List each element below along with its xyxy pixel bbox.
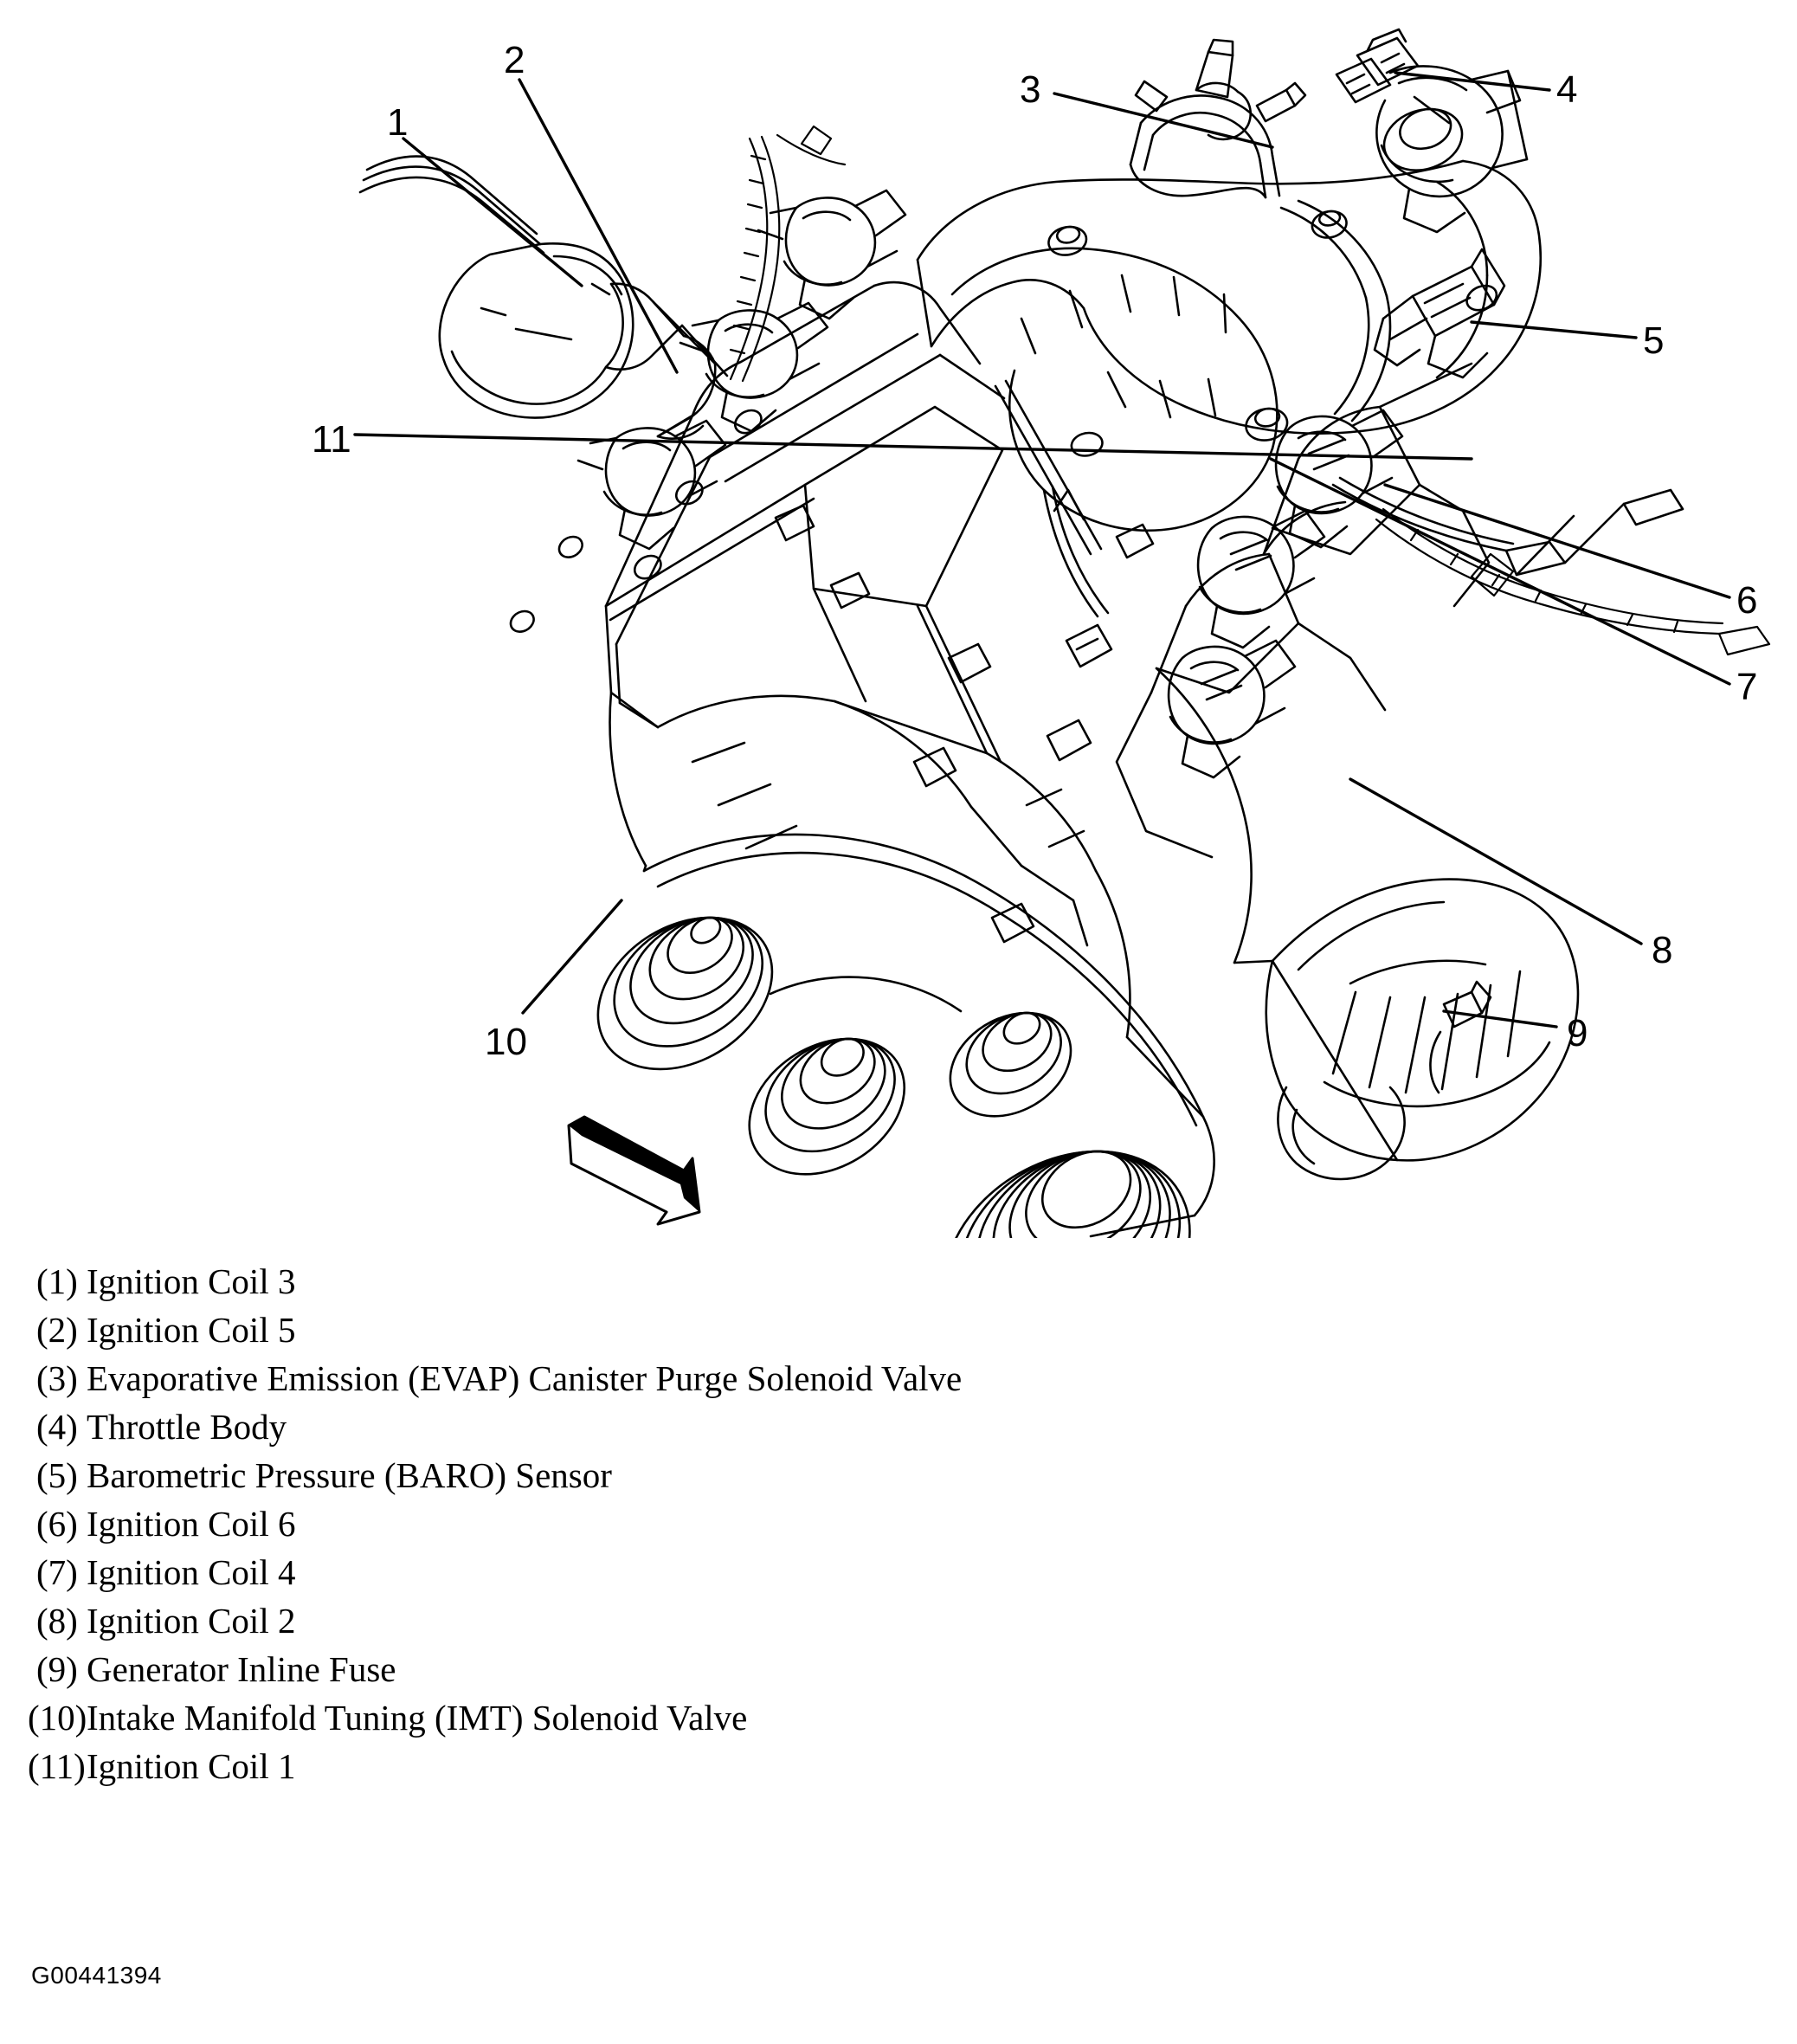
legend-item-1: (1) Ignition Coil 3 [0, 1257, 1298, 1306]
legend-number: (11) [28, 1746, 86, 1786]
ignition-coil-4 [1196, 509, 1326, 649]
callout-2: 2 [504, 39, 525, 81]
right-wiring-harness [1375, 507, 1771, 656]
legend-number: (9) [36, 1649, 78, 1689]
legend-label: Generator Inline Fuse [87, 1649, 396, 1689]
callout-5: 5 [1643, 319, 1665, 362]
legend-number: (4) [36, 1407, 78, 1447]
right-bracket [1331, 476, 1684, 577]
legend-item-9: (9) Generator Inline Fuse [0, 1645, 1298, 1693]
legend-number: (2) [36, 1310, 78, 1350]
air-intake-duct [358, 155, 729, 440]
legend-item-6: (6) Ignition Coil 6 [0, 1499, 1298, 1548]
engine-line-art [353, 28, 1771, 1238]
generator [1265, 878, 1580, 1181]
legend-item-3: (3) Evaporative Emission (EVAP) Canister… [0, 1354, 1298, 1402]
legend-item-8: (8) Ignition Coil 2 [0, 1596, 1298, 1645]
legend-item-4: (4) Throttle Body [0, 1402, 1298, 1451]
right-valve-cover [1150, 362, 1491, 712]
callout-11: 11 [312, 418, 351, 461]
leader-lines [353, 71, 1731, 1028]
callout-4: 4 [1556, 68, 1578, 111]
legend-item-2: (2) Ignition Coil 5 [0, 1306, 1298, 1354]
legend-number: (6) [36, 1504, 78, 1544]
left-cover-bolts [509, 409, 763, 633]
ignition-coil-2 [1167, 639, 1297, 779]
legend-item-5: (5) Barometric Pressure (BARO) Sensor [0, 1451, 1298, 1499]
callout-8: 8 [1652, 929, 1673, 971]
legend-item-7: (7) Ignition Coil 4 [0, 1548, 1298, 1596]
legend-number: (1) [36, 1261, 78, 1301]
legend-number: (3) [36, 1358, 78, 1398]
legend-label: Barometric Pressure (BARO) Sensor [87, 1455, 612, 1495]
legend-label: Ignition Coil 1 [87, 1746, 296, 1786]
dipstick-tube [1042, 485, 1110, 618]
ignition-coil-3 [679, 301, 829, 433]
legend-label: Ignition Coil 4 [87, 1552, 296, 1592]
legend-label: Evaporative Emission (EVAP) Canister Pur… [87, 1358, 963, 1398]
callout-6: 6 [1736, 579, 1758, 622]
legend-number: (7) [36, 1552, 78, 1592]
accessory-drive [596, 833, 1205, 1238]
legend-label: Throttle Body [87, 1407, 287, 1447]
component-legend: (1) Ignition Coil 3 (2) Ignition Coil 5 … [0, 1257, 1298, 1790]
legend-item-10: (10) Intake Manifold Tuning (IMT) Soleno… [0, 1693, 1298, 1742]
legend-label: Ignition Coil 2 [87, 1601, 296, 1641]
engine-illustration: 1 2 3 4 5 6 7 8 9 10 11 [312, 28, 1771, 1238]
legend-number: (5) [36, 1455, 78, 1495]
ignition-coil-6 [1274, 409, 1404, 549]
left-wiring-harness [729, 125, 847, 383]
throttle-body [1335, 28, 1529, 234]
figure-id-code: G00441394 [31, 1962, 162, 1989]
callout-9: 9 [1567, 1012, 1588, 1054]
left-valve-cover [604, 280, 1006, 729]
misc-connectors [774, 504, 1155, 944]
intake-manifold-plenum [916, 159, 1543, 556]
callout-1: 1 [387, 101, 409, 144]
ignition-coil-5 [757, 189, 907, 320]
legend-label: Intake Manifold Tuning (IMT) Solenoid Va… [87, 1698, 748, 1738]
legend-label: Ignition Coil 3 [87, 1261, 296, 1301]
callout-7: 7 [1736, 666, 1758, 708]
engine-front-cover [609, 587, 1274, 1238]
legend-number: (10) [28, 1698, 87, 1738]
callout-10: 10 [485, 1021, 527, 1063]
legend-number: (8) [36, 1601, 78, 1641]
front-of-vehicle-arrow [567, 1115, 701, 1226]
legend-label: Ignition Coil 5 [87, 1310, 296, 1350]
callout-3: 3 [1020, 68, 1041, 111]
baro-sensor [1373, 248, 1506, 379]
legend-item-11: (11) Ignition Coil 1 [0, 1742, 1298, 1790]
legend-label: Ignition Coil 6 [87, 1504, 296, 1544]
evap-purge-solenoid [1129, 38, 1307, 199]
